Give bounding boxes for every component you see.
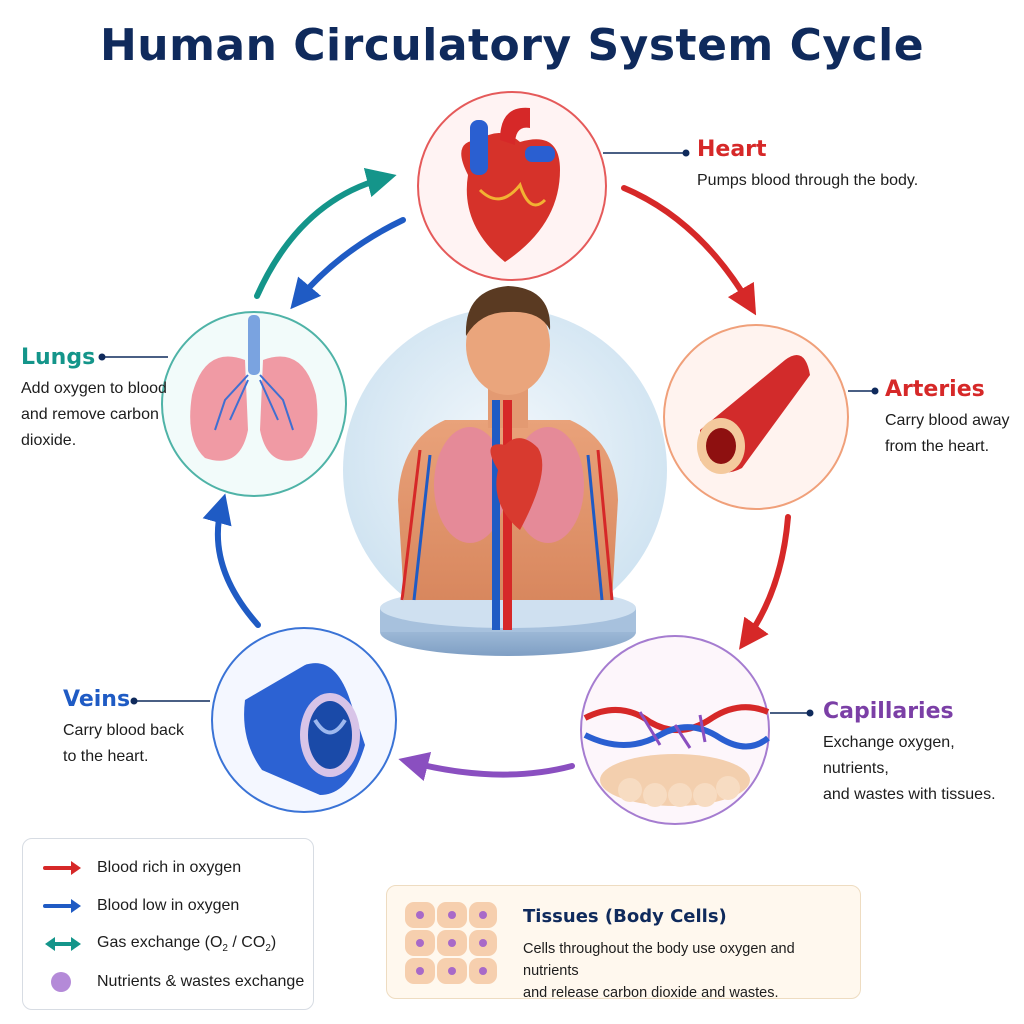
heart-description: Pumps blood through the body. — [697, 172, 919, 189]
lungs-label: Lungs Add oxygen to blood and remove car… — [21, 345, 167, 454]
capillaries-title: Capillaries — [823, 699, 954, 724]
lungs-description-line1: Add oxygen to blood — [21, 380, 167, 397]
legend-label: Blood low in oxygen — [97, 897, 240, 914]
legend-label: Blood rich in oxygen — [97, 859, 242, 876]
heart-title: Heart — [697, 137, 767, 162]
arrow-arteries-to-capillaries — [738, 514, 791, 650]
arrow-veins-to-lungs — [202, 493, 261, 628]
tissues-description-line1: Cells throughout the body use oxygen and… — [523, 941, 795, 979]
blue-arrow-icon — [43, 899, 81, 913]
veins-label: Veins Carry blood back to the heart. — [63, 687, 184, 770]
lungs-icon — [190, 356, 248, 461]
human-body-illustration — [343, 286, 667, 656]
arrow-capillaries-to-veins — [398, 751, 575, 781]
tissues-description-line2: and release carbon dioxide and wastes. — [523, 985, 779, 1001]
arrow-heart-to-arteries — [621, 185, 757, 316]
legend: Blood rich in oxygen Blood low in oxygen… — [22, 838, 314, 1010]
teal-double-arrow-icon — [45, 937, 81, 951]
veins-description-line1: Carry blood back — [63, 722, 184, 739]
lungs-description-line3: dioxide. — [21, 432, 77, 449]
veins-title: Veins — [63, 687, 131, 712]
legend-item-gas-exchange: Gas exchange (O2 / CO2) — [41, 925, 313, 963]
arteries-description-line2: from the heart. — [885, 438, 990, 455]
arrow-heart-to-lungs-deoxygenated — [290, 217, 406, 310]
lungs-description-line2: and remove carbon — [21, 406, 159, 423]
tissues-title: Tissues (Body Cells) — [523, 906, 727, 927]
veins-description-line2: to the heart. — [63, 748, 149, 765]
arteries-description-line1: Carry blood away — [885, 412, 1010, 429]
heart-node — [417, 91, 607, 281]
capillaries-node — [580, 635, 770, 825]
lungs-title: Lungs — [21, 345, 96, 370]
veins-node — [211, 627, 397, 813]
capillaries-label: Capillaries Exchange oxygen, nutrients, … — [823, 699, 1024, 808]
legend-label: Nutrients & wastes exchange — [97, 973, 305, 990]
legend-item-oxygen-low: Blood low in oxygen — [41, 887, 313, 925]
capillaries-description-line1: Exchange oxygen, nutrients, — [823, 734, 955, 777]
red-arrow-icon — [43, 861, 81, 875]
arteries-title: Arteries — [885, 377, 985, 402]
trachea-icon — [248, 315, 260, 375]
arteries-label: Arteries Carry blood away from the heart… — [885, 377, 1010, 460]
lungs-node — [161, 311, 347, 497]
page-title: Human Circulatory System Cycle — [99, 20, 925, 71]
tissues-description: Cells throughout the body use oxygen and… — [523, 938, 853, 1004]
tissues-info-box: Tissues (Body Cells) Cells throughout th… — [386, 885, 861, 1001]
body-cells-icon — [405, 902, 497, 984]
legend-item-nutrients: Nutrients & wastes exchange — [41, 963, 313, 1001]
purple-dot-icon — [51, 972, 71, 992]
legend-label: Gas exchange (O2 / CO2) — [97, 933, 277, 955]
arteries-node — [663, 324, 849, 510]
heart-label: Heart Pumps blood through the body. — [697, 137, 918, 194]
arrow-lungs-to-heart-oxygenated — [254, 167, 397, 299]
capillaries-description-line2: and wastes with tissues. — [823, 786, 996, 803]
legend-item-oxygen-rich: Blood rich in oxygen — [41, 849, 313, 887]
